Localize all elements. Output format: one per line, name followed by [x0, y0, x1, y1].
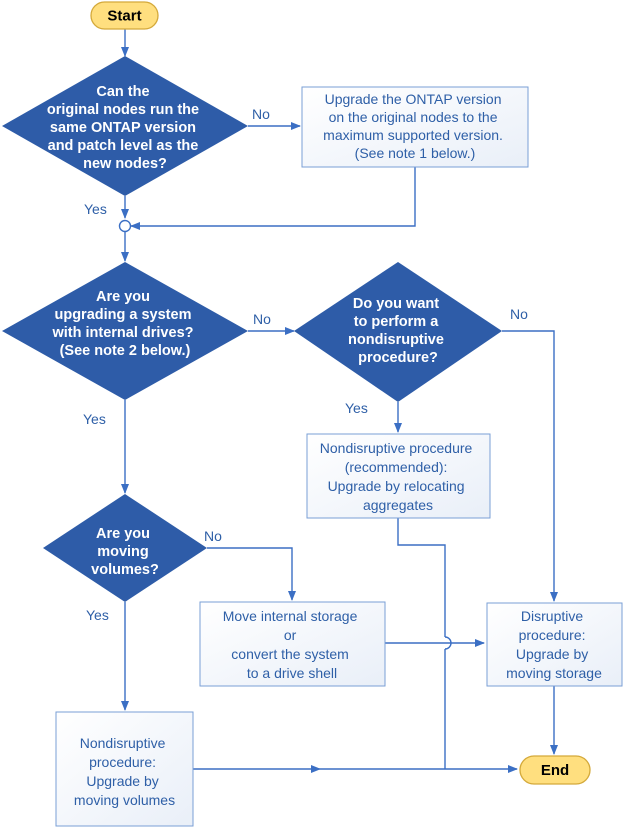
box-relocating-aggregates: Nondisruptive procedure (recommended): U…	[306, 433, 491, 519]
connector-d3-no	[502, 330, 558, 602]
decision-same-version: Can the original nodes run the same ONTA…	[2, 56, 248, 196]
label-no-1: No	[252, 106, 270, 122]
box-moving-volumes-text: Nondisruptive procedure: Upgrade by movi…	[74, 735, 175, 808]
start-label: Start	[107, 8, 141, 25]
box-move-storage: Move internal storage or convert the sys…	[199, 601, 386, 687]
decision-same-version-text: Can the original nodes run the same ONTA…	[47, 84, 203, 172]
decision-moving-volumes: Are you moving volumes?	[43, 494, 207, 602]
label-no-4: No	[204, 528, 222, 544]
connector-upgrade-to-junction	[130, 167, 416, 230]
junction-node	[118, 219, 132, 233]
box-relocating-aggregates-text: Nondisruptive procedure (recommended): U…	[320, 440, 476, 513]
connector-relocating-down	[397, 518, 446, 769]
label-no-3: No	[510, 306, 528, 322]
box-disruptive-text: Disruptive procedure: Upgrade by moving …	[506, 608, 602, 681]
decision-nondisruptive: Do you want to perform a nondisruptive p…	[294, 262, 502, 402]
start-terminal: Start	[90, 1, 159, 30]
box-upgrade-ontap: Upgrade the ONTAP version on the origina…	[301, 86, 529, 168]
label-yes-3: Yes	[345, 400, 368, 416]
label-yes-4: Yes	[86, 607, 109, 623]
end-label: End	[541, 762, 569, 779]
decision-nondisruptive-text: Do you want to perform a nondisruptive p…	[348, 296, 448, 366]
box-upgrade-ontap-text: Upgrade the ONTAP version on the origina…	[323, 91, 507, 161]
decision-moving-volumes-text: Are you moving volumes?	[91, 526, 159, 578]
connectors	[121, 29, 558, 773]
box-disruptive: Disruptive procedure: Upgrade by moving …	[486, 602, 623, 687]
decision-internal-drives-text: Are you upgrading a system with internal…	[51, 289, 197, 359]
label-yes-2: Yes	[83, 411, 106, 427]
box-move-storage-text: Move internal storage or convert the sys…	[223, 608, 362, 681]
label-no-2: No	[253, 311, 271, 327]
decision-internal-drives: Are you upgrading a system with internal…	[2, 262, 248, 400]
label-yes-1: Yes	[84, 201, 107, 217]
box-moving-volumes: Nondisruptive procedure: Upgrade by movi…	[55, 711, 194, 827]
connector-d4-no	[207, 547, 296, 601]
end-terminal: End	[519, 755, 591, 785]
